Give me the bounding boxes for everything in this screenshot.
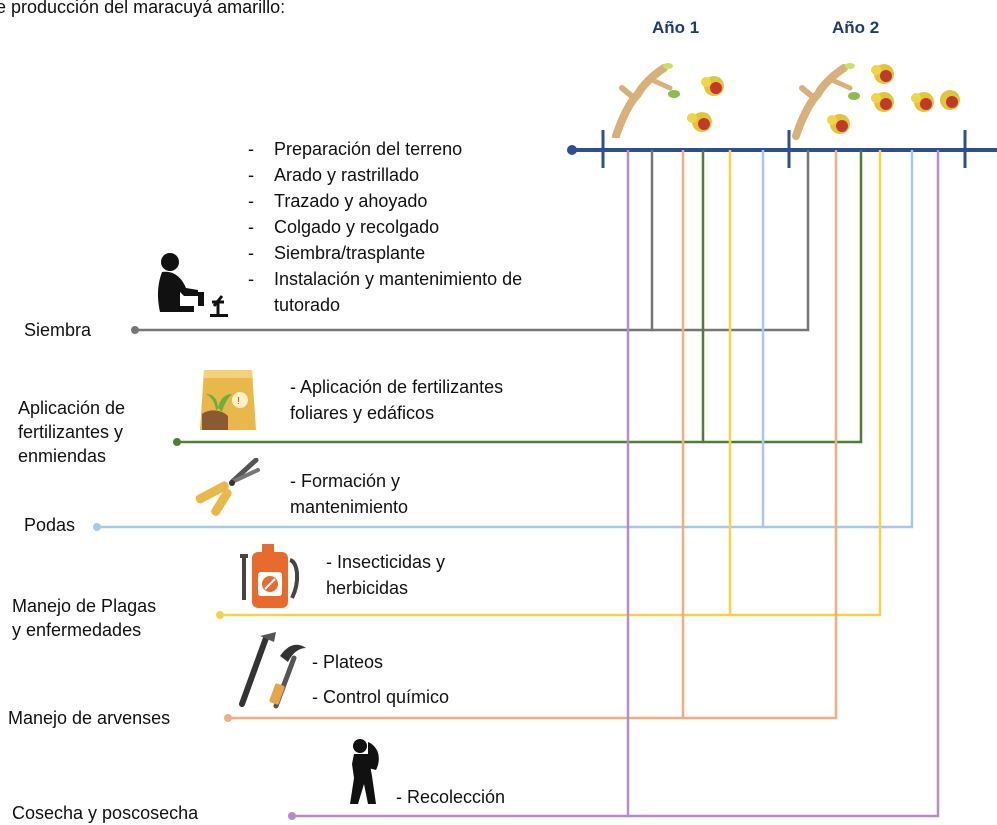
list-item: foliares y edáficos [290,403,435,423]
list-item: -Siembra/trasplante [248,243,426,263]
list-item: - Formación y [290,471,401,491]
podas-line-y2 [763,150,914,529]
arvenses-label: Manejo de arvenses [8,708,171,728]
list-item: herbicidas [326,578,409,598]
list-item: -Colgado y recolgado [248,217,440,237]
plagas-label: Manejo de Plagas y enfermedades [12,596,157,640]
year-2-label: Año 2 [832,18,880,37]
passionfruit-plant-year2-icon [792,63,960,140]
harvester-icon [350,739,379,804]
list-item: -Arado y rastrillado [248,165,420,185]
year-1-label: Año 1 [652,18,700,37]
list-item: - Insecticidas y [326,552,446,572]
svg-text:!: ! [237,396,240,407]
fertilizantes-dot [173,438,181,446]
siembra-task-list: -Preparación del terreno -Arado y rastri… [248,136,522,318]
list-item: - Aplicación de fertilizantes [290,377,504,397]
page-caption: e producción del maracuyá amarillo: [0,0,286,17]
arvenses-task-control: - Control químico [312,687,450,707]
list-item: -Preparación del terreno [248,139,463,159]
list-item: tutorado [274,295,341,315]
arvenses-dot [224,714,232,722]
list-item: -Instalación y mantenimiento de [248,269,523,289]
plagas-task-list: - Insecticidas y herbicidas [326,549,445,601]
fertilizantes-line-y2 [703,150,863,444]
cosecha-label: Cosecha y poscosecha [12,803,199,823]
cosecha-dot [288,812,296,820]
arvenses-line-y2 [683,150,838,720]
fertilizer-bag-icon: ! [200,370,256,430]
timeline-start-dot [567,145,577,155]
list-item: -Trazado y ahoyado [248,191,428,211]
arvenses-task-plateos: - Plateos [312,652,384,672]
siembra-label: Siembra [24,320,92,340]
list-item: mantenimiento [290,497,409,517]
pruning-shears-icon [195,458,260,516]
fertilizantes-task-list: - Aplicación de fertilizantes foliares y… [290,374,503,426]
cosecha-line-y2 [628,150,940,818]
passionfruit-plant-year1-icon [612,63,724,138]
sprayer-icon [240,544,299,608]
cosecha-task-list: - Recolección [396,784,505,810]
plagas-dot [216,611,224,619]
list-item: - Recolección [396,787,506,807]
hoe-icon [239,632,306,709]
fertilizantes-label: Aplicación de fertilizantes y enmiendas [18,398,126,466]
siembra-dot [131,326,139,334]
podas-dot [93,523,101,531]
plagas-line-y2 [730,150,882,617]
podas-task-list: - Formación y mantenimiento [290,468,408,520]
person-planting-icon [140,248,238,320]
podas-label: Podas [24,515,76,535]
